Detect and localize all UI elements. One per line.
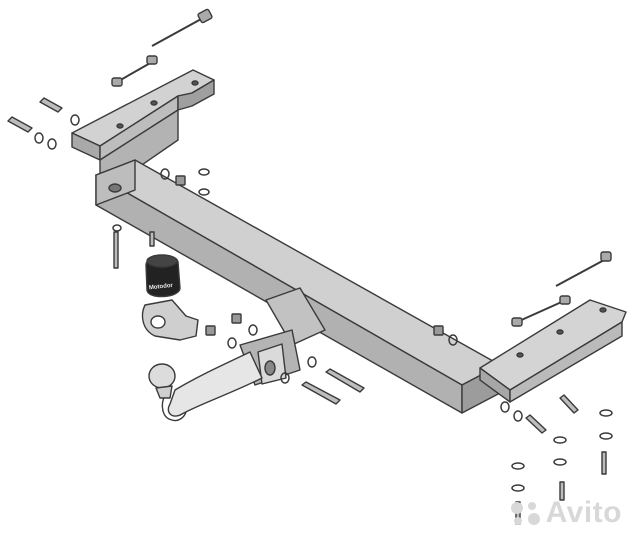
nut-plate-left (111, 55, 158, 87)
avito-watermark: Avito (508, 496, 622, 530)
socket-mounting-plate (141, 299, 199, 341)
cable-tie-right (511, 251, 612, 327)
cable-tie-top (151, 8, 213, 47)
avito-watermark-text: Avito (545, 496, 622, 529)
nuts (175, 175, 444, 336)
socket-cap-label: Motodor (149, 283, 174, 292)
right-mounting-bracket (479, 299, 627, 403)
socket-cap (145, 254, 181, 298)
tow-ball-arm (148, 351, 263, 422)
avito-dots-icon (510, 502, 540, 525)
washers (34, 114, 613, 492)
